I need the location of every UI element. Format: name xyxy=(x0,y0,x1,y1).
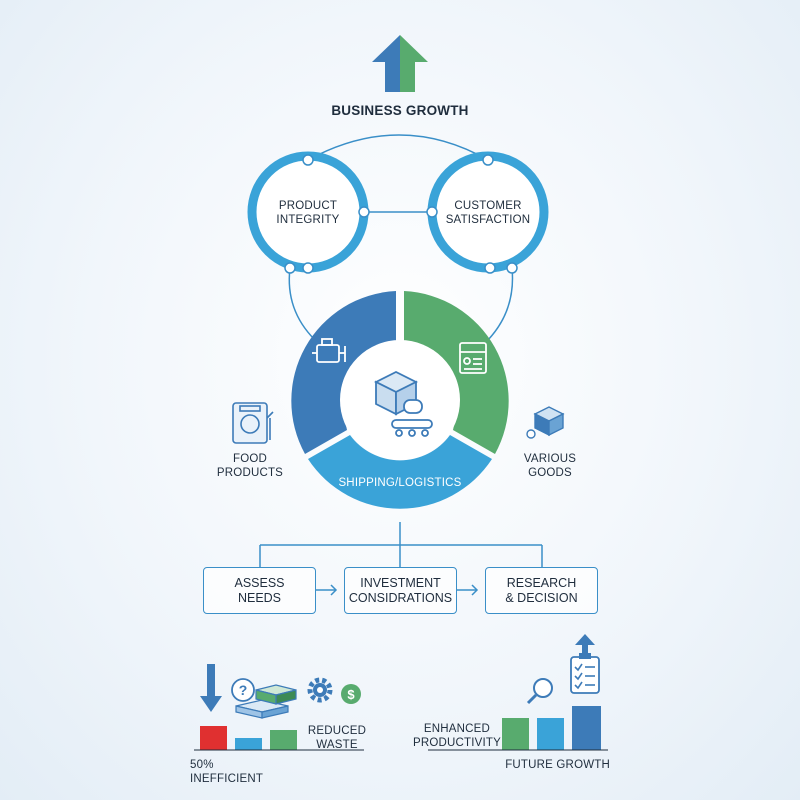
checklist-icon xyxy=(570,653,600,694)
bar-green xyxy=(502,718,529,750)
inefficiency-bars xyxy=(194,726,364,751)
shipping-logistics-label: SHIPPING/LOGISTICS xyxy=(338,477,462,489)
process-step-research: RESEARCH & DECISION xyxy=(485,567,598,614)
stacked-boxes-icon xyxy=(235,684,297,719)
bar-green xyxy=(270,730,297,750)
donut-segment-bottom xyxy=(308,435,492,509)
future-growth-caption: FUTURE GROWTH xyxy=(505,759,610,771)
inefficient-caption: 50% INEFFICIENT xyxy=(190,759,264,785)
dollar-icon: $ xyxy=(341,684,361,704)
growth-arrow-icon xyxy=(575,634,595,655)
donut-segment-right xyxy=(404,291,509,454)
growth-bars xyxy=(428,706,608,751)
up-arrow-icon xyxy=(372,35,428,92)
svg-text:$: $ xyxy=(347,687,355,702)
down-arrow-icon xyxy=(200,664,222,712)
process-step-label: ASSESS NEEDS xyxy=(234,575,285,605)
circle-connectors xyxy=(288,134,514,341)
food-bag-icon xyxy=(232,402,274,444)
process-step-investment: INVESTMENT CONSIDRATIONS xyxy=(344,567,457,614)
bar-cyan xyxy=(537,718,564,750)
bar-cyan xyxy=(235,738,262,750)
product-integrity-label: PRODUCT INTEGRITY xyxy=(276,200,340,226)
enhanced-productivity-label: ENHANCED PRODUCTIVITY xyxy=(412,723,501,749)
product-integrity-circle xyxy=(247,151,370,274)
engine-icon xyxy=(312,338,346,363)
process-step-label: RESEARCH & DECISION xyxy=(505,575,578,605)
donut-segment-left xyxy=(291,291,396,454)
food-products-label: FOOD PRODUCTS xyxy=(216,453,284,479)
svg-text:?: ? xyxy=(239,682,248,698)
magnifier-icon xyxy=(526,678,553,705)
logistics-donut xyxy=(291,291,509,509)
customer-satisfaction-label: CUSTOMER SATISFACTION xyxy=(445,200,531,226)
process-connectors xyxy=(259,522,543,596)
process-step-assess: ASSESS NEEDS xyxy=(203,567,316,614)
control-panel-icon xyxy=(459,342,487,374)
question-icon: ? xyxy=(231,678,255,702)
package-conveyor-icon xyxy=(373,370,433,437)
bar-blue xyxy=(572,706,601,750)
reduced-waste-label: REDUCED WASTE xyxy=(307,725,367,751)
boxes-icon xyxy=(526,406,565,439)
gear-icon xyxy=(307,677,333,703)
bar-red xyxy=(200,726,227,750)
business-growth-title: BUSINESS GROWTH xyxy=(331,103,469,118)
process-step-label: INVESTMENT CONSIDRATIONS xyxy=(348,575,453,605)
various-goods-label: VARIOUS GOODS xyxy=(523,453,577,479)
customer-satisfaction-circle xyxy=(426,151,549,274)
